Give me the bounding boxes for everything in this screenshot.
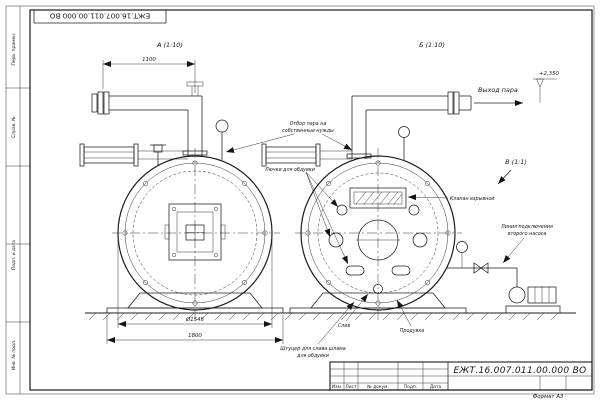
dim-diameter — [117, 238, 273, 328]
pump-line-note-1: Линия подключения — [500, 224, 553, 230]
vessel-a-top-valve — [150, 144, 166, 165]
leaders — [225, 133, 525, 345]
vessel-b-gauge — [398, 126, 410, 160]
top-stamp-doc-number: ЕЖТ.16.007.011.00.000 ВО — [49, 12, 150, 21]
dim-base-width — [106, 315, 284, 344]
vessel-a-gauge — [215, 119, 229, 160]
view-v-label: В (1:1) — [505, 158, 527, 166]
tb-doc-number: ЕЖТ.16.007.011.00.000 ВО — [454, 366, 587, 376]
vessel-b — [289, 126, 467, 320]
piping-b — [346, 91, 523, 159]
steam-tap-note-2: собственные нужды — [282, 128, 334, 134]
margin-label-4: Инв. № подл. — [11, 340, 17, 370]
vessel-a-support — [106, 292, 284, 314]
vessel-a — [106, 119, 284, 320]
vessel-a-bolts — [122, 160, 268, 306]
tb-col-podp: Подп. — [404, 384, 417, 390]
tb-col-dokum: № докум. — [367, 384, 389, 390]
elevation-label: +2,350 — [539, 71, 560, 77]
piping-a — [91, 81, 208, 156]
tb-col-data: Дата — [430, 384, 442, 390]
margin-label-1: Перв. примен. — [11, 33, 17, 66]
tb-col-list: Лист — [345, 384, 357, 390]
margin-labels: Перв. примен. Справ. № Подп. и дата Инв.… — [11, 33, 17, 371]
hatches-note: Лючки для обдувки — [264, 167, 315, 173]
vessel-a-door — [164, 203, 226, 261]
steam-tap-note-1: Отбор пара на — [290, 121, 327, 127]
title-block — [329, 361, 593, 391]
view-v-arrow — [497, 169, 512, 185]
top-stamp: ЕЖТ.16.007.011.00.000 ВО — [33, 9, 167, 24]
dim-pipe-length — [102, 60, 196, 93]
margin-label-2: Справ. № — [11, 116, 17, 138]
explosion-valve — [349, 187, 407, 209]
sludge-note-1: Штуцер для слива шлама — [280, 346, 345, 352]
vessel-b-support — [289, 292, 467, 314]
sludge-note-2: для обдувки — [296, 353, 329, 359]
pump-line-note-2: второго насоса — [508, 232, 547, 237]
drum-a — [79, 143, 188, 167]
elevation-mark — [533, 78, 557, 103]
drain-note: Слив — [338, 323, 351, 329]
tb-col-izm: Изм. — [332, 384, 342, 390]
dim-base-width-text: 1800 — [188, 333, 202, 339]
drum-b — [261, 143, 352, 167]
steam-out-label: Выход пара — [478, 86, 518, 94]
view-a-label: А (1:10) — [156, 41, 183, 49]
explosion-valve-note: Клапан взрывной — [450, 196, 494, 202]
sight-opening — [356, 219, 400, 261]
view-b-label: Б (1:10) — [419, 41, 445, 49]
ground — [85, 312, 576, 321]
format-label: Формат А3 — [533, 394, 564, 400]
blowdown-note: Продувка — [400, 328, 424, 334]
vessel-b-bolts — [305, 160, 451, 306]
margin-label-3: Подп. и дата — [11, 240, 17, 270]
blowoff-hatches — [328, 204, 428, 294]
dim-1100-text: 1100 — [142, 57, 156, 63]
drawing-frame — [5, 5, 595, 395]
dim-diameter-text: Ø1545 — [185, 316, 205, 323]
pump-unit — [447, 241, 561, 314]
